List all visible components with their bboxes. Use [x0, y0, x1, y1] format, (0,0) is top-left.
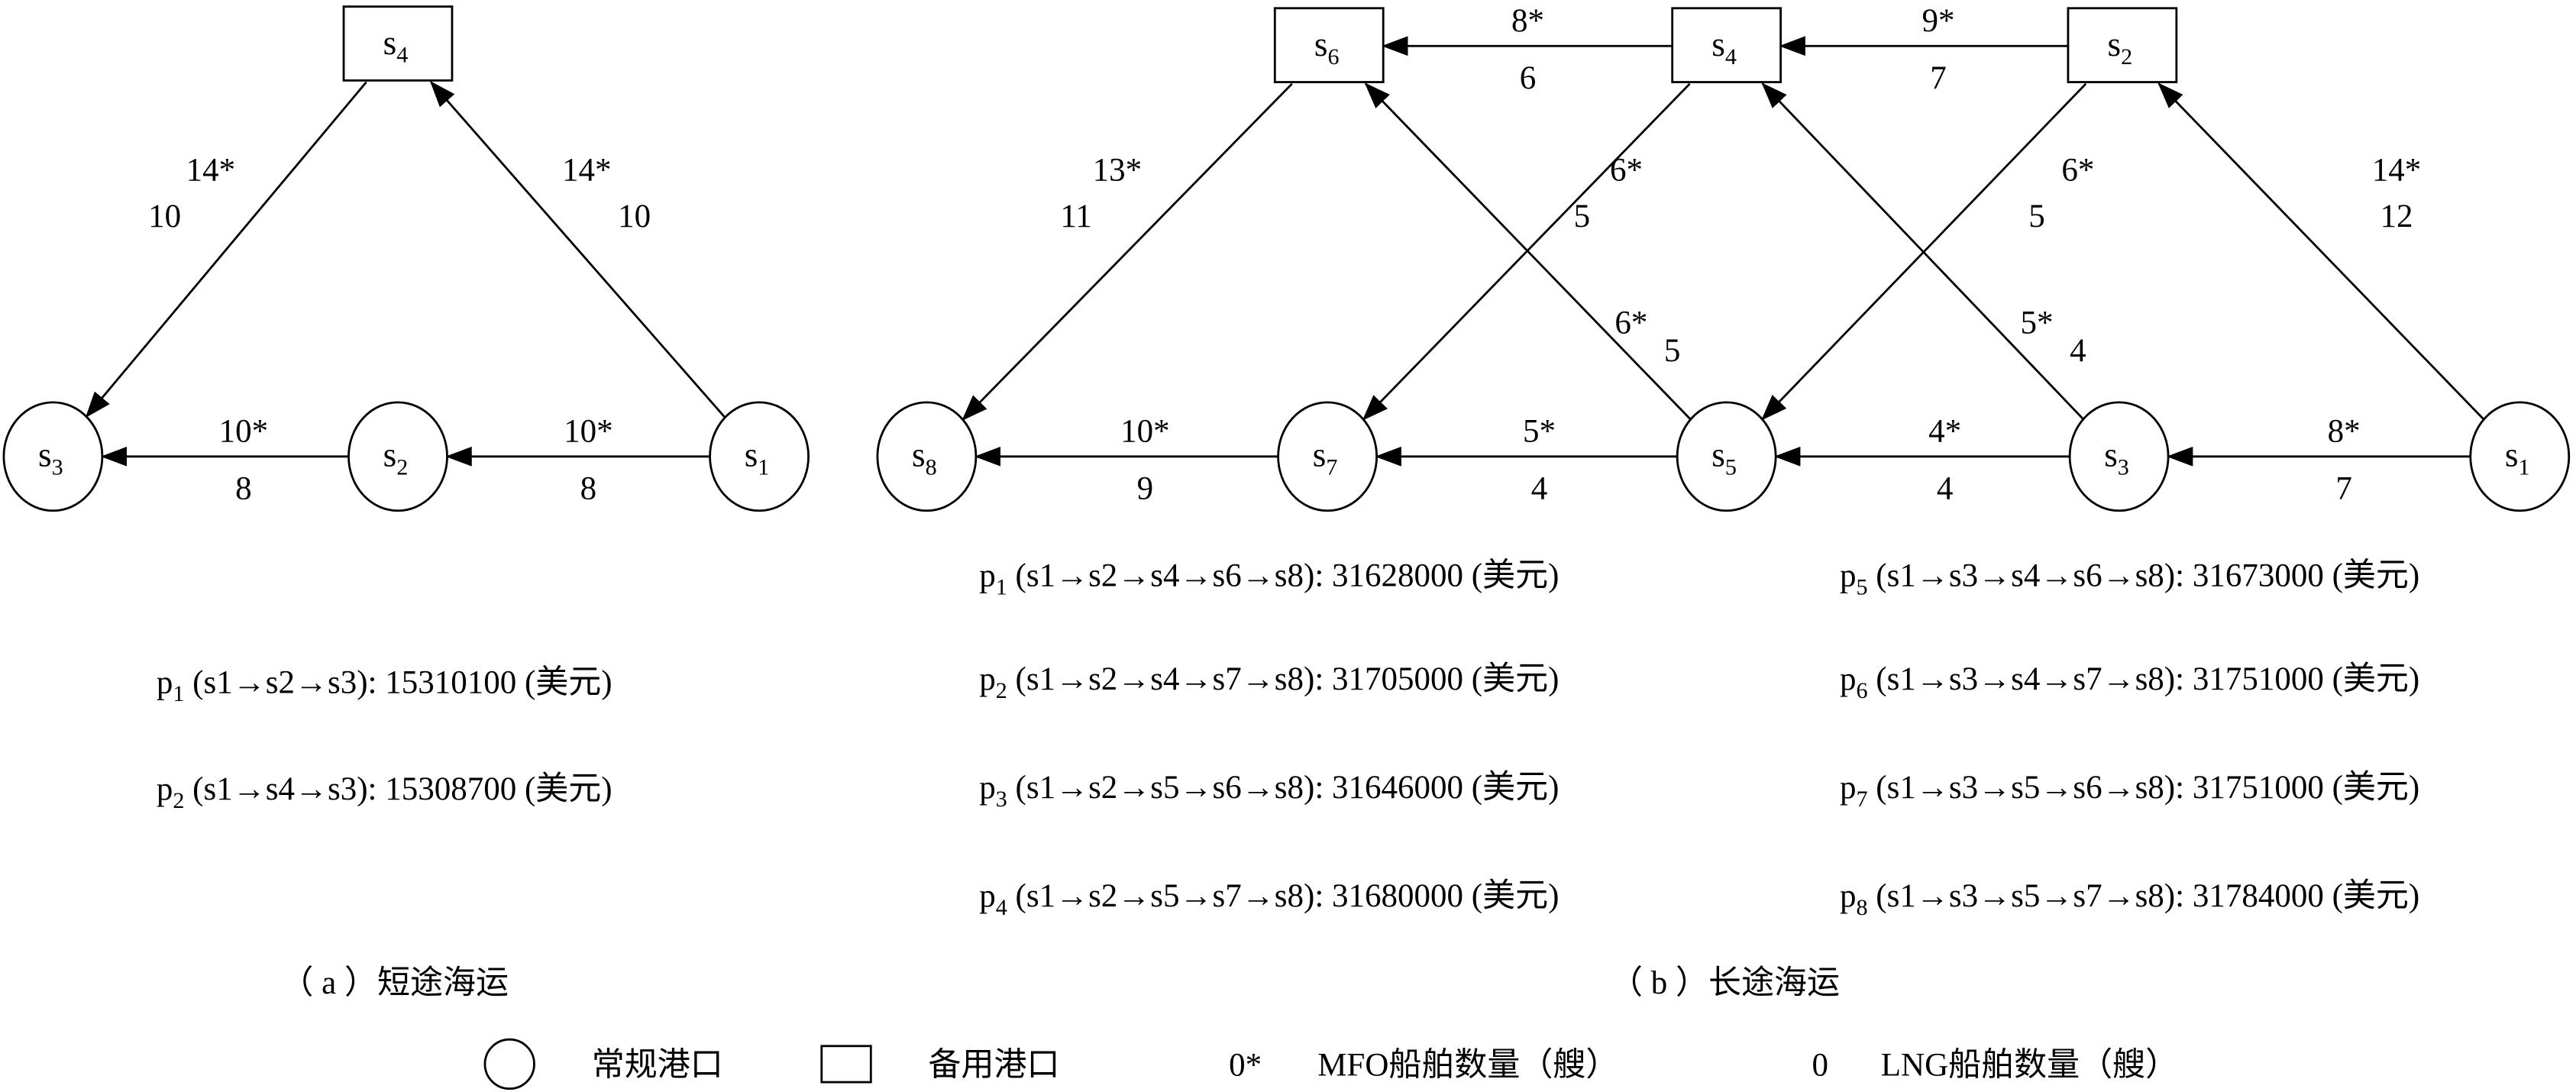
edge-mfo-count: 13*	[1093, 153, 1142, 189]
port-label: s4	[1711, 25, 1737, 69]
backup-port-square	[1273, 7, 1385, 83]
edge-mfo-count: 5*	[1523, 413, 1556, 449]
legend: 常规港口 备用港口 0* MFO船舶数量（艘） 0 LNG船舶数量（艘）	[483, 1038, 2178, 1090]
diagram-long-haul: 8* 6 9* 7 13*11 6* 5 6* 5 14* 12 6* 5 5* 4 10* 9 5* 4 4* 4 8*…	[876, 3, 2571, 920]
edge-lng-count: 8	[580, 471, 597, 507]
edge-lng-count: 5	[1574, 199, 1590, 234]
path-cost-p8: p8 (s1→s3→s5→s7→s8): 31784000 (美元)	[1840, 878, 2419, 920]
edge-lng-count: 4	[2070, 333, 2086, 369]
edge-lng-count: 5	[2028, 199, 2045, 234]
regular-port-circle	[1676, 401, 1777, 512]
edge-mfo-count: 9*	[1922, 3, 1955, 39]
legend-mfo-label: MFO船舶数量（艘）	[1317, 1047, 1618, 1083]
port-node-s1: s1	[2469, 401, 2571, 512]
edge-s4-to-s3	[85, 81, 367, 418]
edge-s1-to-s2	[2157, 82, 2485, 421]
port-node-s7: s7	[1277, 401, 1378, 512]
legend-backup-port: 备用港口	[929, 1047, 1060, 1083]
legend-regular-port: 常规港口	[592, 1047, 723, 1083]
port-node-s4: s4	[1671, 7, 1783, 83]
edge-lng-count: 10	[618, 199, 651, 234]
backup-port-legend-icon	[820, 1045, 872, 1084]
port-label: s4	[383, 24, 409, 68]
edge-mfo-count: 10*	[564, 413, 612, 449]
port-label: s5	[1711, 436, 1737, 480]
edge-lng-count: 4	[1531, 471, 1548, 507]
port-node-s6: s6	[1273, 7, 1385, 83]
port-label: s7	[1313, 436, 1338, 480]
port-label: s2	[2108, 25, 2133, 69]
edge-lng-count: 9	[1137, 471, 1154, 507]
caption-b: （ b ）长途海运	[1610, 964, 1840, 1001]
backup-port-square	[2067, 7, 2178, 83]
edge-mfo-count: 6*	[1610, 153, 1643, 189]
edge-lng-count: 7	[1930, 60, 1947, 96]
edge-lng-count: 4	[1937, 471, 1954, 507]
edge-lng-count: 8	[235, 471, 251, 507]
path-cost-p3: p3 (s1→s2→s5→s6→s8): 31646000 (美元)	[979, 770, 1559, 812]
edge-lng-count: 10	[148, 199, 181, 234]
path-cost-p1: p1 (s1→s2→s3): 15310100 (美元)	[157, 664, 612, 706]
edge-mfo-count: 10*	[1120, 413, 1169, 449]
regular-port-legend-icon	[483, 1038, 535, 1090]
path-cost-p2: p2 (s1→s4→s3): 15308700 (美元)	[157, 771, 612, 813]
edge-s3-to-s4	[1761, 82, 2084, 420]
port-label: s3	[2104, 436, 2129, 480]
regular-port-circle	[2469, 401, 2571, 512]
path-cost-p7: p7 (s1→s3→s5→s6→s8): 31751000 (美元)	[1840, 770, 2419, 812]
edge-s1-to-s4	[429, 80, 726, 418]
backup-port-square	[1671, 7, 1783, 83]
regular-port-circle	[2, 401, 104, 512]
caption-a: （ a ）短途海运	[280, 964, 509, 1001]
edge-mfo-count: 8*	[1511, 3, 1544, 39]
port-label: s8	[912, 436, 937, 480]
port-node-s4: s4	[342, 5, 454, 82]
edge-mfo-count: 5*	[2021, 305, 2054, 341]
port-node-s5: s5	[1676, 401, 1777, 512]
port-label: s1	[2505, 436, 2530, 480]
edge-mfo-count: 14*	[2372, 153, 2422, 189]
regular-port-circle	[1277, 401, 1378, 512]
regular-port-circle	[347, 401, 448, 512]
edge-mfo-count: 14*	[562, 153, 612, 189]
port-label: s3	[38, 436, 63, 480]
edge-mfo-count: 6*	[1614, 305, 1647, 341]
port-label: s1	[745, 436, 770, 480]
edge-lng-count: 11	[1060, 199, 1091, 234]
port-label: s2	[383, 436, 409, 480]
legend-mfo-symbol: 0*	[1229, 1047, 1262, 1083]
edge-lng-count: 7	[2335, 471, 2352, 507]
regular-port-circle	[2068, 401, 2170, 512]
path-cost-p4: p4 (s1→s2→s5→s7→s8): 31680000 (美元)	[979, 878, 1559, 920]
regular-port-circle	[709, 401, 810, 512]
edge-lng-count: 12	[2380, 199, 2413, 234]
edge-lng-count: 5	[1664, 333, 1681, 369]
edge-s6-to-s8	[962, 82, 1293, 422]
port-node-s1: s1	[709, 401, 810, 512]
port-node-s8: s8	[876, 401, 978, 512]
edge-mfo-count: 4*	[1928, 413, 1961, 449]
legend-lng-symbol: 0	[1812, 1047, 1828, 1083]
port-node-s2: s2	[347, 401, 448, 512]
backup-port-square	[342, 5, 454, 82]
regular-port-circle	[876, 401, 978, 512]
port-node-s2: s2	[2067, 7, 2178, 83]
edge-mfo-count: 8*	[2328, 413, 2361, 449]
port-label: s6	[1314, 25, 1340, 69]
edge-mfo-count: 6*	[2061, 153, 2094, 189]
port-node-s3: s3	[2068, 401, 2170, 512]
port-node-s3: s3	[2, 401, 104, 512]
path-cost-p6: p6 (s1→s3→s4→s7→s8): 31751000 (美元)	[1840, 661, 2419, 703]
path-cost-p2: p2 (s1→s2→s4→s7→s8): 31705000 (美元)	[979, 661, 1559, 703]
edge-mfo-count: 14*	[186, 153, 236, 189]
edge-s5-to-s6	[1364, 82, 1692, 421]
edge-lng-count: 6	[1520, 60, 1537, 96]
path-cost-p5: p5 (s1→s3→s4→s6→s8): 31673000 (美元)	[1840, 558, 2419, 600]
path-cost-p1: p1 (s1→s2→s4→s6→s8): 31628000 (美元)	[979, 558, 1559, 600]
legend-lng-label: LNG船舶数量（艘）	[1881, 1047, 2178, 1083]
edge-mfo-count: 10*	[219, 413, 269, 449]
edge-s4-to-s7	[1362, 82, 1691, 421]
